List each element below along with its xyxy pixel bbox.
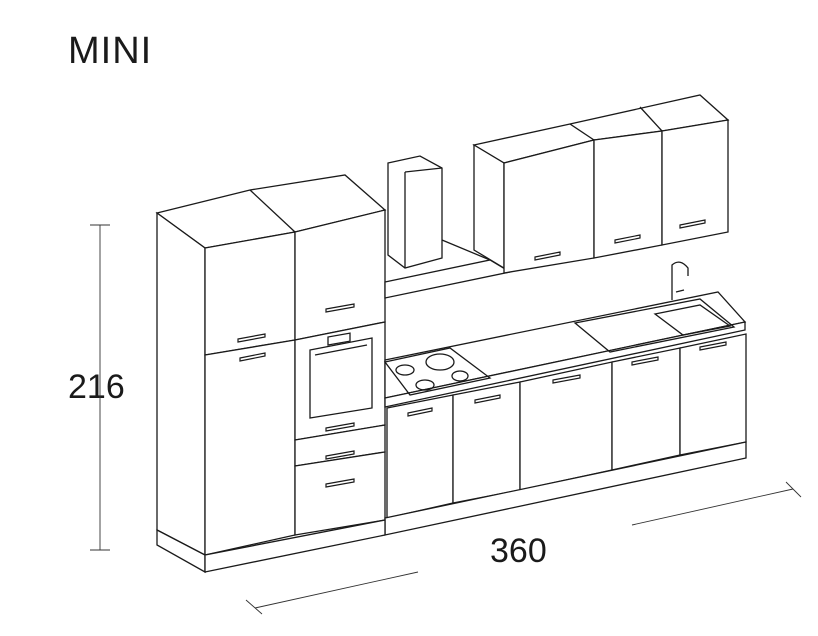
plinth (204, 519, 386, 573)
model-title: MINI (68, 30, 153, 72)
cooker-hood (384, 155, 512, 299)
base-cabinets (384, 333, 747, 536)
tall-column-handles (237, 303, 355, 488)
wall-cabinets (472, 94, 730, 274)
tall-column-unit (155, 174, 387, 574)
oven (309, 332, 373, 419)
width-dimension-label: 360 (490, 532, 547, 570)
sink (573, 261, 736, 353)
width-dimension-line (245, 481, 802, 615)
height-dimension-label: 216 (68, 368, 125, 406)
hob (383, 347, 492, 396)
height-dimension-line (90, 224, 110, 551)
